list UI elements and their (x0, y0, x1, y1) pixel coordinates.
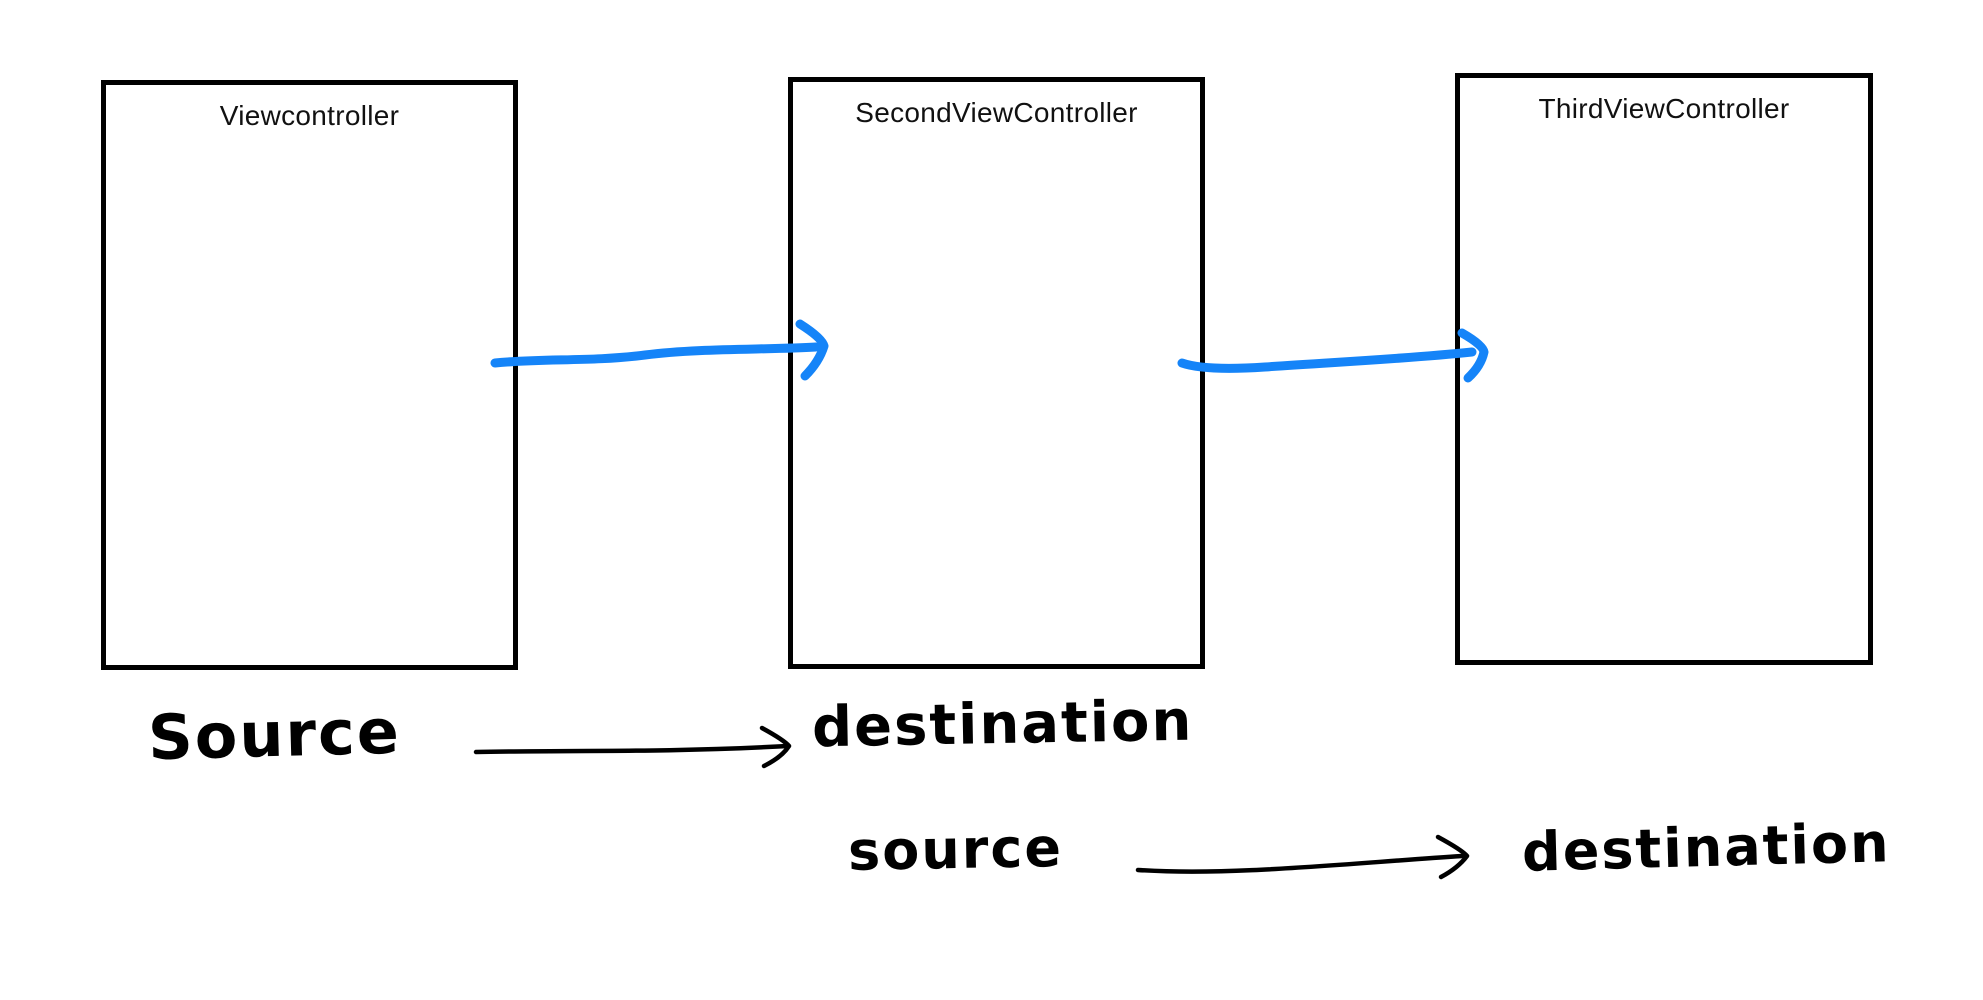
second-viewcontroller-box: SecondViewController (788, 77, 1205, 669)
destination-handwritten-label-1: destination (811, 688, 1194, 761)
viewcontroller-box-label: Viewcontroller (219, 100, 400, 131)
third-viewcontroller-box: ThirdViewController (1455, 73, 1873, 665)
source-handwritten-label-2: source (847, 816, 1064, 883)
destination-handwritten-label-2: destination (1521, 811, 1892, 884)
annotation-arrow-2 (1135, 834, 1470, 880)
third-viewcontroller-box-label: ThirdViewController (1538, 93, 1790, 124)
second-viewcontroller-box-label: SecondViewController (855, 97, 1138, 128)
annotation-arrow-1 (473, 725, 792, 769)
viewcontroller-box: Viewcontroller (101, 80, 518, 670)
segue-arrow-1 (490, 319, 829, 381)
segue-arrow-2 (1177, 328, 1489, 383)
source-handwritten-label-1: Source (147, 694, 402, 775)
